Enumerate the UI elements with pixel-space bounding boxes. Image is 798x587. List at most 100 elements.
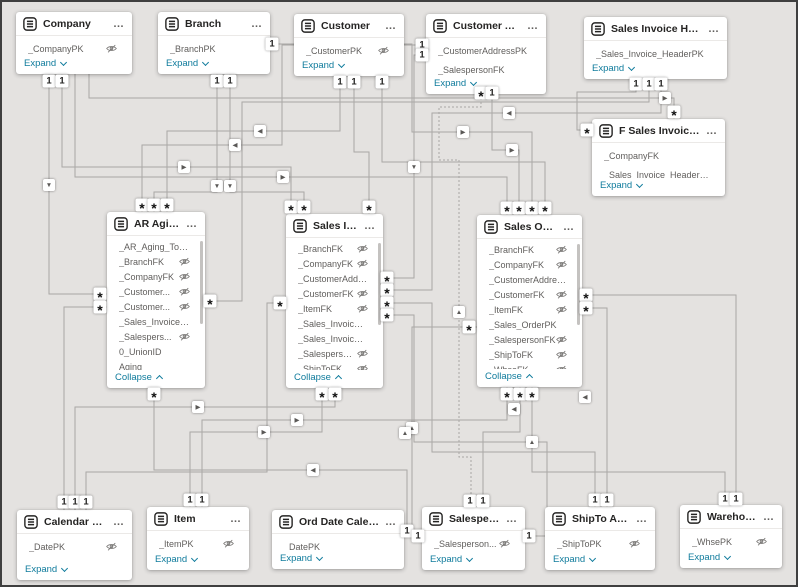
direction-arrow-right-icon[interactable]: ▶ — [277, 171, 289, 183]
field-row[interactable]: _Sales_Invoice_Header... — [286, 316, 383, 331]
field-row[interactable]: _ShipToFK — [477, 347, 582, 362]
field-row[interactable]: _ItemPK — [147, 534, 249, 552]
expand-collapse-link[interactable]: Expand — [434, 78, 467, 89]
field-row[interactable]: _CustomerFK — [477, 287, 582, 302]
field-row[interactable]: _SalespersonFK — [286, 346, 383, 361]
cardinality-many-marker[interactable]: * — [380, 296, 394, 314]
field-row[interactable]: _Sales_Invoice_HeaderPK — [584, 44, 727, 61]
table-card-sales-invoice[interactable]: Sales Invoice … _BranchFK_CompanyFK_Cust… — [286, 214, 383, 388]
field-row[interactable]: Aging — [107, 359, 205, 371]
field-row[interactable]: _CompanyFK — [592, 146, 725, 165]
field-row[interactable]: _CompanyPK — [16, 39, 132, 56]
direction-arrow-right-icon[interactable]: ▶ — [457, 126, 469, 138]
relationship-line[interactable] — [63, 306, 107, 510]
cardinality-many-marker[interactable]: * — [580, 123, 594, 141]
cardinality-one-marker[interactable]: 1 — [522, 529, 536, 543]
more-options-button[interactable]: … — [563, 221, 575, 233]
field-row[interactable]: _Customer... — [107, 284, 205, 299]
field-row[interactable]: _BranchFK — [107, 254, 205, 269]
relationship-line[interactable] — [205, 79, 650, 302]
cardinality-one-marker[interactable]: 1 — [57, 495, 71, 509]
cardinality-one-marker[interactable]: 1 — [415, 38, 429, 52]
cardinality-one-marker[interactable]: 1 — [588, 493, 602, 507]
direction-arrow-up-icon[interactable]: ▲ — [453, 306, 465, 318]
cardinality-one-marker[interactable]: 1 — [42, 74, 56, 88]
field-row[interactable]: _Sales_Invoice_Head... — [107, 314, 205, 329]
cardinality-one-marker[interactable]: 1 — [411, 529, 425, 543]
field-list-scrollbar[interactable] — [200, 241, 203, 325]
expand-collapse-link[interactable]: Expand — [600, 180, 633, 191]
relationship-line[interactable] — [531, 387, 726, 505]
cardinality-many-marker[interactable]: * — [362, 200, 376, 218]
relationship-line[interactable] — [85, 302, 286, 510]
expand-collapse-link[interactable]: Collapse — [485, 371, 522, 382]
more-options-button[interactable]: … — [706, 125, 718, 137]
cardinality-many-marker[interactable]: * — [273, 296, 287, 314]
more-options-button[interactable]: … — [251, 18, 263, 30]
direction-arrow-down-icon[interactable]: ▼ — [408, 161, 420, 173]
relationship-line[interactable] — [353, 76, 370, 214]
more-options-button[interactable]: … — [113, 516, 125, 528]
expand-collapse-link[interactable]: Expand — [592, 63, 625, 74]
cardinality-many-marker[interactable]: * — [315, 387, 329, 405]
field-row[interactable]: _BranchFK — [286, 241, 383, 256]
relationship-line[interactable] — [48, 74, 107, 295]
cardinality-one-marker[interactable]: 1 — [265, 37, 279, 51]
field-row[interactable]: _WhsePK — [680, 532, 782, 550]
direction-arrow-right-icon[interactable]: ▶ — [291, 414, 303, 426]
table-card-company[interactable]: Company … _CompanyPK Expand — [16, 12, 132, 74]
relationship-line[interactable] — [491, 94, 520, 215]
field-row[interactable]: _WhseFK — [477, 362, 582, 369]
more-options-button[interactable]: … — [385, 516, 397, 528]
direction-arrow-up-icon[interactable]: ▲ — [399, 427, 411, 439]
table-card-sales-invoice-header[interactable]: Sales Invoice Header … _Sales_Invoice_He… — [584, 17, 727, 79]
field-row[interactable]: _AR_Aging_TodayPK — [107, 239, 205, 254]
cardinality-many-marker[interactable]: * — [500, 387, 514, 405]
direction-arrow-left-icon[interactable]: ◀ — [579, 391, 591, 403]
relationship-line[interactable] — [383, 302, 596, 507]
cardinality-one-marker[interactable]: 1 — [729, 492, 743, 506]
cardinality-many-marker[interactable]: * — [667, 105, 681, 123]
relationship-line[interactable] — [229, 74, 305, 214]
cardinality-many-marker[interactable]: * — [513, 387, 527, 405]
table-card-customer-address[interactable]: Customer Address … _CustomerAddressPK_Sa… — [426, 14, 546, 94]
field-row[interactable]: _Sales_InvoicePK — [286, 331, 383, 346]
cardinality-many-marker[interactable]: * — [135, 198, 149, 216]
cardinality-one-marker[interactable]: 1 — [415, 48, 429, 62]
cardinality-many-marker[interactable]: * — [297, 200, 311, 218]
relationship-line[interactable] — [61, 74, 292, 214]
cardinality-many-marker[interactable]: * — [512, 201, 526, 219]
table-card-shipto-address[interactable]: ShipTo Address … _ShipToPK Expand — [545, 507, 655, 570]
relationship-line[interactable] — [166, 76, 341, 212]
cardinality-many-marker[interactable]: * — [538, 201, 552, 219]
expand-collapse-link[interactable]: Expand — [430, 554, 463, 565]
cardinality-one-marker[interactable]: 1 — [654, 77, 668, 91]
expand-collapse-link[interactable]: Expand — [688, 552, 721, 563]
direction-arrow-down-icon[interactable]: ▼ — [211, 180, 223, 192]
direction-arrow-left-icon[interactable]: ◀ — [508, 403, 520, 415]
field-row[interactable]: _Sales_Invoice_HeaderFK — [592, 165, 725, 179]
cardinality-many-marker[interactable]: * — [579, 288, 593, 306]
relationship-line[interactable] — [482, 387, 521, 504]
cardinality-one-marker[interactable]: 1 — [55, 74, 69, 88]
field-row[interactable]: _CompanyFK — [286, 256, 383, 271]
direction-arrow-right-icon[interactable]: ▶ — [659, 92, 671, 104]
field-row[interactable]: _DatePK — [17, 537, 132, 556]
field-row[interactable]: _BranchFK — [477, 242, 582, 257]
table-card-ord-date-calendar-fiscal[interactable]: Ord Date Calendar Fis... … _DatePK Expan… — [272, 510, 404, 569]
direction-arrow-left-icon[interactable]: ◀ — [229, 139, 241, 151]
direction-arrow-right-icon[interactable]: ▶ — [178, 161, 190, 173]
expand-collapse-link[interactable]: Expand — [155, 554, 188, 565]
cardinality-one-marker[interactable]: 1 — [79, 495, 93, 509]
more-options-button[interactable]: … — [230, 513, 242, 525]
field-row[interactable]: _Sales_OrderPK — [477, 317, 582, 332]
field-row[interactable]: _ItemFK — [286, 301, 383, 316]
cardinality-one-marker[interactable]: 1 — [68, 495, 82, 509]
field-list-scrollbar[interactable] — [577, 244, 580, 325]
expand-collapse-link[interactable]: Expand — [24, 58, 57, 69]
cardinality-many-marker[interactable]: * — [328, 387, 342, 405]
direction-arrow-left-icon[interactable]: ◀ — [307, 464, 319, 476]
cardinality-many-marker[interactable]: * — [500, 201, 514, 219]
relationship-line[interactable] — [74, 74, 508, 215]
